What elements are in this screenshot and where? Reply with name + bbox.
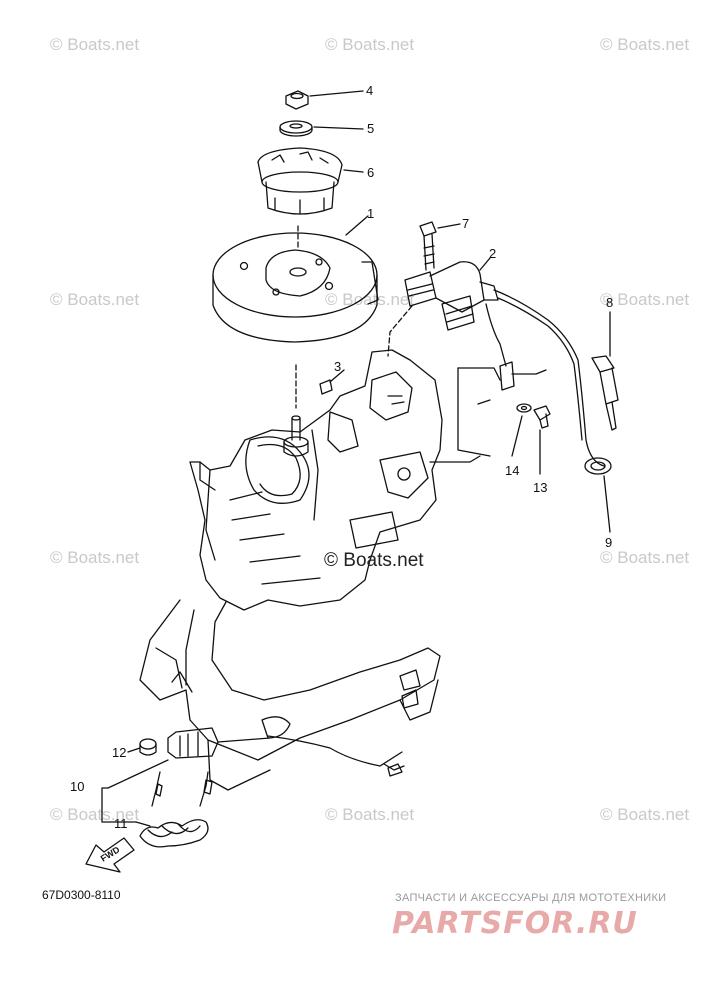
part-switch-cap[interactable] — [139, 738, 157, 756]
callout-3: 3 — [334, 359, 341, 374]
callout-10: 10 — [70, 779, 84, 794]
watermark-text: © Boats.net — [325, 805, 415, 824]
part-bolt[interactable] — [419, 221, 437, 271]
crankshaft-stub — [283, 415, 309, 457]
callout-12: 12 — [112, 745, 126, 760]
diagram-code: 67D0300-8110 — [42, 888, 121, 902]
callout-9: 9 — [605, 535, 612, 550]
callout-7: 7 — [462, 216, 469, 231]
part-cable-clamp[interactable] — [584, 457, 612, 475]
brand-tagline: ЗАПЧАСТИ И АКСЕССУАРЫ ДЛЯ МОТОТЕХНИКИ — [395, 892, 667, 904]
watermark-text: © Boats.net — [50, 290, 140, 309]
watermark-text: © Boats.net — [50, 548, 140, 567]
watermark-text: © Boats.net — [325, 35, 415, 54]
part-small-washer[interactable] — [516, 403, 532, 413]
part-ignition-coil[interactable] — [404, 261, 605, 467]
part-spark-plug-cap[interactable] — [591, 355, 619, 431]
watermark-text: © Boats.net — [600, 805, 690, 824]
part-screw[interactable] — [533, 405, 551, 429]
watermark-text: © Boats.net — [325, 290, 415, 309]
callout-1: 1 — [367, 206, 374, 221]
brand-logo: PARTSFOR.RU — [392, 906, 638, 941]
part-stop-switch[interactable] — [167, 727, 405, 777]
part-nut[interactable] — [285, 90, 309, 110]
part-starter-pulley[interactable] — [257, 147, 343, 215]
part-washer[interactable] — [279, 120, 313, 137]
fwd-direction-arrow: FWD — [85, 837, 135, 873]
callout-2: 2 — [489, 246, 496, 261]
callout-14: 14 — [505, 463, 519, 478]
center-watermark: © Boats.net — [324, 550, 424, 571]
callout-13: 13 — [533, 480, 547, 495]
part-flywheel[interactable] — [212, 232, 379, 343]
part-key[interactable] — [319, 379, 333, 395]
drive-shaft-housing — [139, 599, 441, 791]
part-lanyard[interactable] — [139, 771, 213, 848]
watermark-text: © Boats.net — [600, 290, 690, 309]
callout-6: 6 — [367, 165, 374, 180]
watermark-text: © Boats.net — [50, 35, 140, 54]
power-head — [189, 349, 443, 611]
watermark-text: © Boats.net — [50, 805, 140, 824]
callout-4: 4 — [366, 83, 373, 98]
watermark-text: © Boats.net — [600, 548, 690, 567]
callout-5: 5 — [367, 121, 374, 136]
callout-11: 11 — [114, 816, 128, 831]
watermark-text: © Boats.net — [600, 35, 690, 54]
callout-8: 8 — [606, 295, 613, 310]
